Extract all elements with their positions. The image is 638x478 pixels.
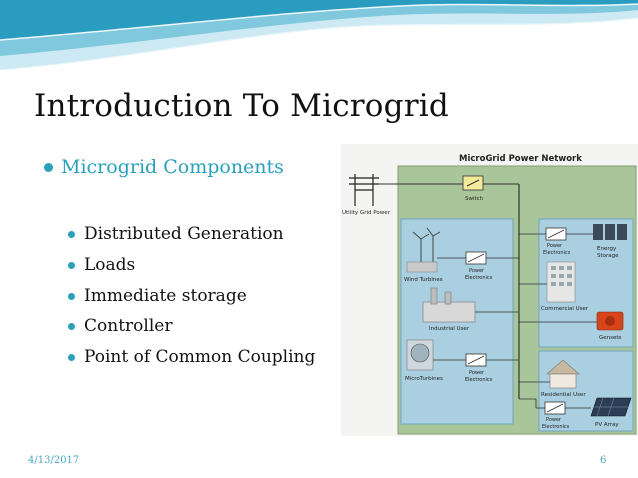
bullet-dot-icon [68, 322, 75, 330]
svg-text:Electronics: Electronics [465, 275, 493, 281]
subbullet-text: Distributed Generation [84, 224, 284, 244]
svg-text:Power: Power [547, 243, 563, 249]
house-icon [546, 359, 580, 389]
microgrid-power-network-diagram: MicroGrid Power Network Utility Grid Pow… [341, 144, 638, 436]
microturbine-icon [406, 339, 434, 371]
commercial-label: Commercial User [541, 306, 589, 312]
slide-date: 4/13/2017 [28, 455, 80, 466]
residential-label: Residential User [541, 392, 586, 398]
bullet-dot-icon [68, 292, 75, 300]
subbullet-text: Immediate storage [84, 286, 247, 306]
solar-panel-icon [590, 397, 632, 417]
svg-text:Storage: Storage [597, 253, 619, 259]
subbullet-item: Controller [68, 316, 172, 336]
industrial-label: Industrial User [429, 326, 470, 332]
bullet-dot-icon [44, 162, 53, 172]
bullet-text: Microgrid Components [61, 156, 284, 178]
svg-text:Power: Power [546, 417, 562, 423]
wind-turbine-icon [412, 227, 441, 264]
slide-number: 6 [600, 455, 607, 466]
microturbines-label: MicroTurbines [405, 376, 443, 382]
utility-pylon-icon [349, 174, 379, 206]
bullet-dot-icon [68, 353, 75, 361]
subbullet-item: Loads [68, 255, 135, 275]
subbullet-item: Point of Common Coupling [68, 347, 315, 367]
subbullet-item: Immediate storage [68, 286, 247, 306]
office-building-icon [546, 261, 576, 303]
subbullet-text: Controller [84, 316, 173, 336]
subbullet-item: Distributed Generation [68, 224, 284, 244]
svg-text:Power: Power [469, 370, 485, 376]
bullet-dot-icon [68, 261, 75, 269]
switch-label: Switch [465, 196, 484, 202]
genset-icon [596, 311, 624, 331]
slide-title: Introduction To Microgrid [34, 88, 449, 124]
svg-text:Power: Power [469, 268, 485, 274]
subbullet-text: Loads [84, 255, 136, 275]
gensets-label: Gensets [599, 335, 622, 341]
bullet-dot-icon [68, 230, 75, 238]
bullet-microgrid-components: Microgrid Components [44, 156, 284, 178]
pv-label: PV Array [595, 422, 619, 428]
header-wave-decoration [0, 0, 638, 71]
svg-text:Electronics: Electronics [465, 377, 493, 383]
wind-label: Wind Turbines [404, 277, 443, 283]
utility-label: Utility Grid Power [342, 210, 391, 216]
svg-text:Electronics: Electronics [543, 250, 571, 256]
battery-icon [593, 224, 627, 240]
svg-text:Energy: Energy [597, 246, 617, 252]
subbullet-text: Point of Common Coupling [84, 347, 316, 367]
svg-text:Electronics: Electronics [542, 424, 570, 430]
factory-icon [422, 287, 476, 323]
diagram-title: MicroGrid Power Network [459, 154, 582, 164]
